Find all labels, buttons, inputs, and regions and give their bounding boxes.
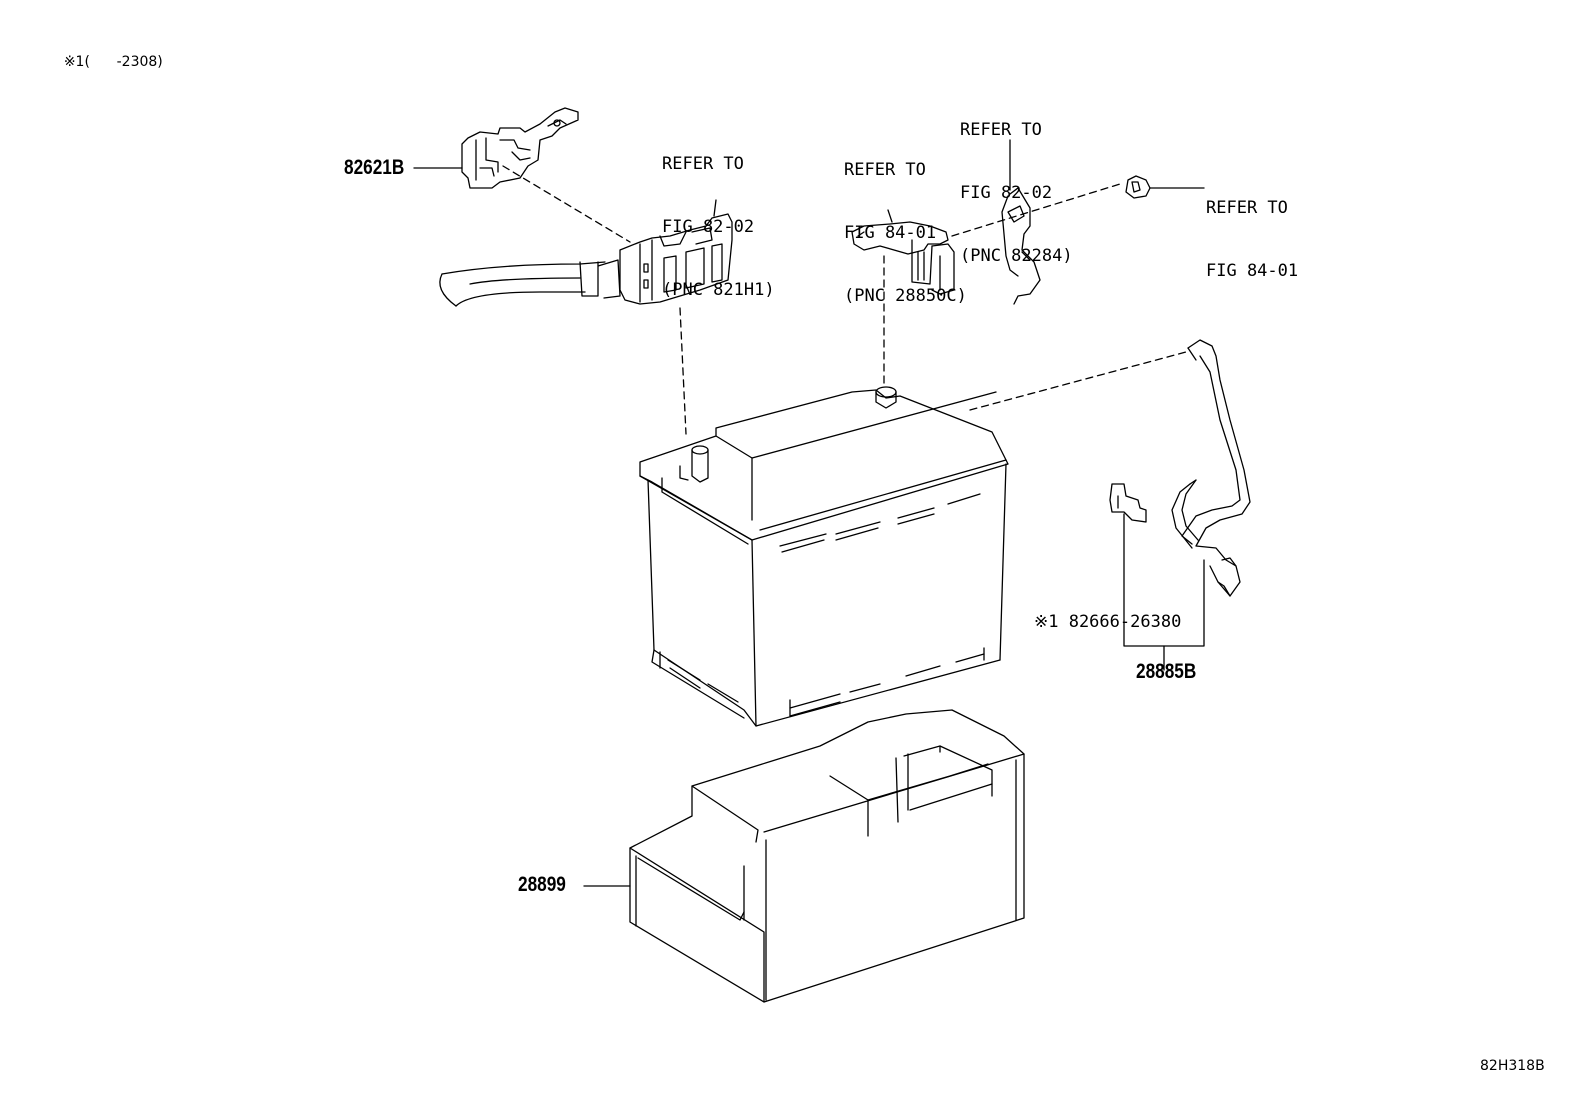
clip-82666-drawing [1110, 484, 1146, 522]
ref-label-28850c: REFER TO FIG 84-01 (PNC 28850C) [844, 118, 967, 349]
dash-positive-terminal [680, 308, 686, 434]
ground-cable-drawing [1002, 188, 1040, 304]
ref-82284-line-1: REFER TO [960, 120, 1042, 140]
sensor-cable-drawing [1172, 340, 1250, 596]
header-note-prefix: ※1 [63, 54, 85, 70]
figure-code: 82H318B [1480, 1058, 1545, 1074]
bracket-82621b-drawing [462, 108, 578, 188]
ref-821h1-line-2: FIG 82-02 [662, 217, 755, 237]
header-note-range: ( -2308) [84, 54, 163, 70]
part-number-28899[interactable]: 28899 [518, 873, 566, 896]
part-number-28885b[interactable]: 28885B [1136, 660, 1197, 683]
battery-drawing [640, 387, 1008, 726]
ref-28850c-line-1: REFER TO [844, 160, 926, 180]
ref-82284-line-2: FIG 82-02 [960, 183, 1053, 203]
part-number-82621b[interactable]: 82621B [344, 156, 405, 179]
leader-28850c [888, 210, 892, 222]
dash-sensor [970, 352, 1186, 410]
ref-28850c-line-3: (PNC 28850C) [844, 286, 967, 306]
ref-label-821h1: REFER TO FIG 82-02 (PNC 821H1) [662, 112, 775, 343]
battery-tray-drawing [630, 710, 1024, 1002]
negative-terminal-drawing [852, 222, 954, 294]
ref-82284-line-3: (PNC 82284) [960, 246, 1073, 266]
ref-label-nut: REFER TO FIG 84-01 [1206, 156, 1298, 324]
ref-label-82284: REFER TO FIG 82-02 (PNC 82284) [960, 78, 1073, 309]
leader-821h1 [714, 200, 716, 216]
positive-cable-drawing [440, 214, 732, 306]
ref-821h1-line-3: (PNC 821H1) [662, 280, 775, 300]
ref-28850c-line-2: FIG 84-01 [844, 223, 937, 243]
ref-nut-line-2: FIG 84-01 [1206, 261, 1299, 281]
dash-terminal-nut [952, 184, 1120, 236]
nut-drawing [1126, 176, 1150, 198]
header-note: ※1( -2308) [46, 38, 163, 86]
part-number-82666-26380[interactable]: ※1 82666-26380 [1034, 612, 1182, 632]
ref-821h1-line-1: REFER TO [662, 154, 744, 174]
ref-nut-line-1: REFER TO [1206, 198, 1288, 218]
dash-82621b-terminal [503, 166, 630, 242]
